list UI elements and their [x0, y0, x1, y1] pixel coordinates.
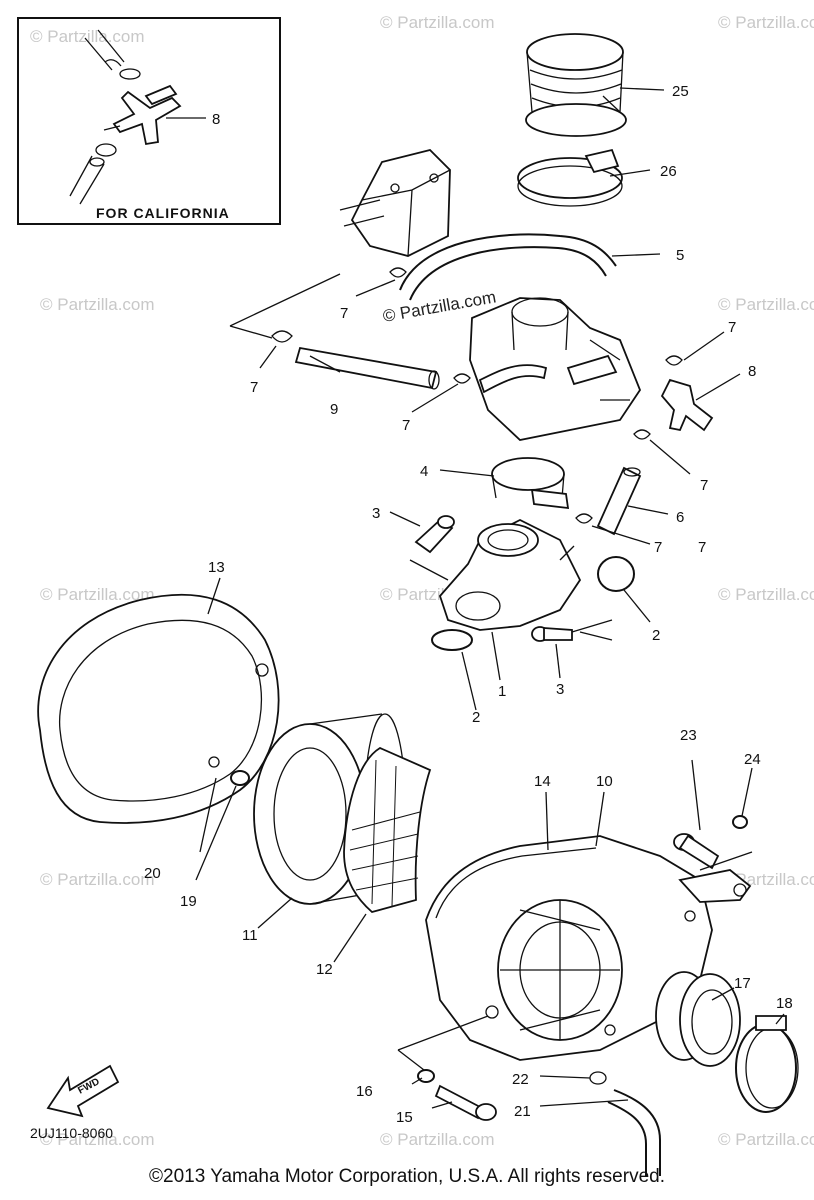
inset-title: FOR CALIFORNIA	[96, 205, 230, 221]
leader-lines	[195, 87, 785, 1109]
callout-7c: 7	[250, 379, 258, 396]
callout-5: 5	[676, 247, 684, 264]
callout-7e: 7	[700, 477, 708, 494]
callout-7b: 7	[728, 319, 736, 336]
fwd-arrow: FWD	[46, 1064, 120, 1118]
watermark: © Partzilla.com	[718, 585, 814, 604]
part-25-boot	[525, 33, 627, 137]
callout-15: 15	[396, 1109, 413, 1126]
callout-8: 8	[748, 363, 756, 380]
callout-6: 6	[676, 509, 684, 526]
callout-17: 17	[734, 975, 751, 992]
callout-7f: 7	[654, 539, 662, 556]
diagram-code: 2UJ110-8060	[30, 1125, 113, 1141]
part-breather-box	[339, 149, 451, 257]
part-2-oring-right	[597, 556, 635, 592]
callout-13: 13	[208, 559, 225, 576]
callout-3a: 3	[372, 505, 380, 522]
watermark: © Partzilla.com	[718, 13, 814, 32]
callout-22: 22	[512, 1071, 529, 1088]
callout-16: 16	[356, 1083, 373, 1100]
part-23-bolt	[673, 833, 720, 870]
part-10-airbox	[425, 835, 752, 1061]
part-22-clip	[589, 1071, 607, 1085]
callout-4: 4	[420, 463, 428, 480]
watermark: © Partzilla.com	[40, 585, 155, 604]
part-7-clips	[271, 267, 683, 524]
callout-21: 21	[514, 1103, 531, 1120]
watermark: © Partzilla.com	[30, 27, 145, 46]
part-5-hose	[399, 233, 617, 301]
watermark: © Partzilla.com	[718, 1130, 814, 1149]
watermark: © Partzilla.com	[40, 870, 155, 889]
watermark: © Partzilla.com	[380, 1130, 495, 1149]
callout-24: 24	[744, 751, 761, 768]
inset-callout-8: 8	[212, 111, 220, 128]
callout-26: 26	[660, 163, 677, 180]
callout-18: 18	[776, 995, 793, 1012]
callout-11: 11	[242, 927, 258, 944]
inset-frame	[17, 17, 281, 225]
callout-14: 14	[534, 773, 551, 790]
inset-hose-lower	[69, 143, 117, 205]
callout-1: 1	[498, 683, 506, 700]
callout-7a: 7	[340, 305, 348, 322]
part-18-clamp	[735, 1015, 799, 1113]
part-4-clamp	[491, 457, 570, 510]
watermark: © Partzilla.com	[40, 1130, 155, 1149]
inset-joint	[103, 84, 182, 146]
watermark: © Partzilla.com	[380, 13, 495, 32]
callout-12: 12	[316, 961, 333, 978]
callouts: 25 26 5 7 7 7 7 7 7 9 8 4 3 6 7 2 1 3 2 …	[144, 83, 793, 1126]
callout-23: 23	[680, 727, 697, 744]
part-16-washer	[417, 1069, 435, 1083]
watermark: © Partzilla.com	[40, 295, 155, 314]
callout-2b: 2	[472, 709, 480, 726]
part-9-hose	[294, 346, 440, 390]
watermark: © Partzilla.com	[718, 295, 814, 314]
part-8-joint	[660, 378, 714, 432]
callout-2a: 2	[652, 627, 660, 644]
callout-3b: 3	[556, 681, 564, 698]
part-3-bolt-lower	[531, 626, 573, 642]
part-21-hose	[607, 1089, 661, 1176]
part-26-clamp	[517, 148, 623, 207]
callout-9: 9	[330, 401, 338, 418]
inset-hose-upper	[84, 29, 141, 80]
callout-25: 25	[672, 83, 689, 100]
callout-20: 20	[144, 865, 161, 882]
part-19-washer	[230, 770, 250, 786]
carburetor	[469, 297, 642, 441]
part-3-bolt-upper	[414, 515, 455, 554]
part-6-hose	[596, 466, 642, 536]
part-17-boot	[655, 971, 741, 1067]
part-13-cover	[37, 593, 280, 824]
california-inset: 8 FOR CALIFORNIA	[17, 17, 281, 225]
callout-10: 10	[596, 773, 613, 790]
copyright-notice: ©2013 Yamaha Motor Corporation, U.S.A. A…	[149, 1166, 665, 1187]
callout-7g: 7	[698, 539, 706, 556]
part-12-cage	[343, 746, 432, 913]
part-2-oring-left	[431, 629, 473, 651]
callout-7d: 7	[402, 417, 410, 434]
part-24-washer	[732, 815, 748, 829]
part-1-joint	[438, 518, 582, 631]
part-15-bolt	[434, 1084, 497, 1121]
callout-19: 19	[180, 893, 197, 910]
